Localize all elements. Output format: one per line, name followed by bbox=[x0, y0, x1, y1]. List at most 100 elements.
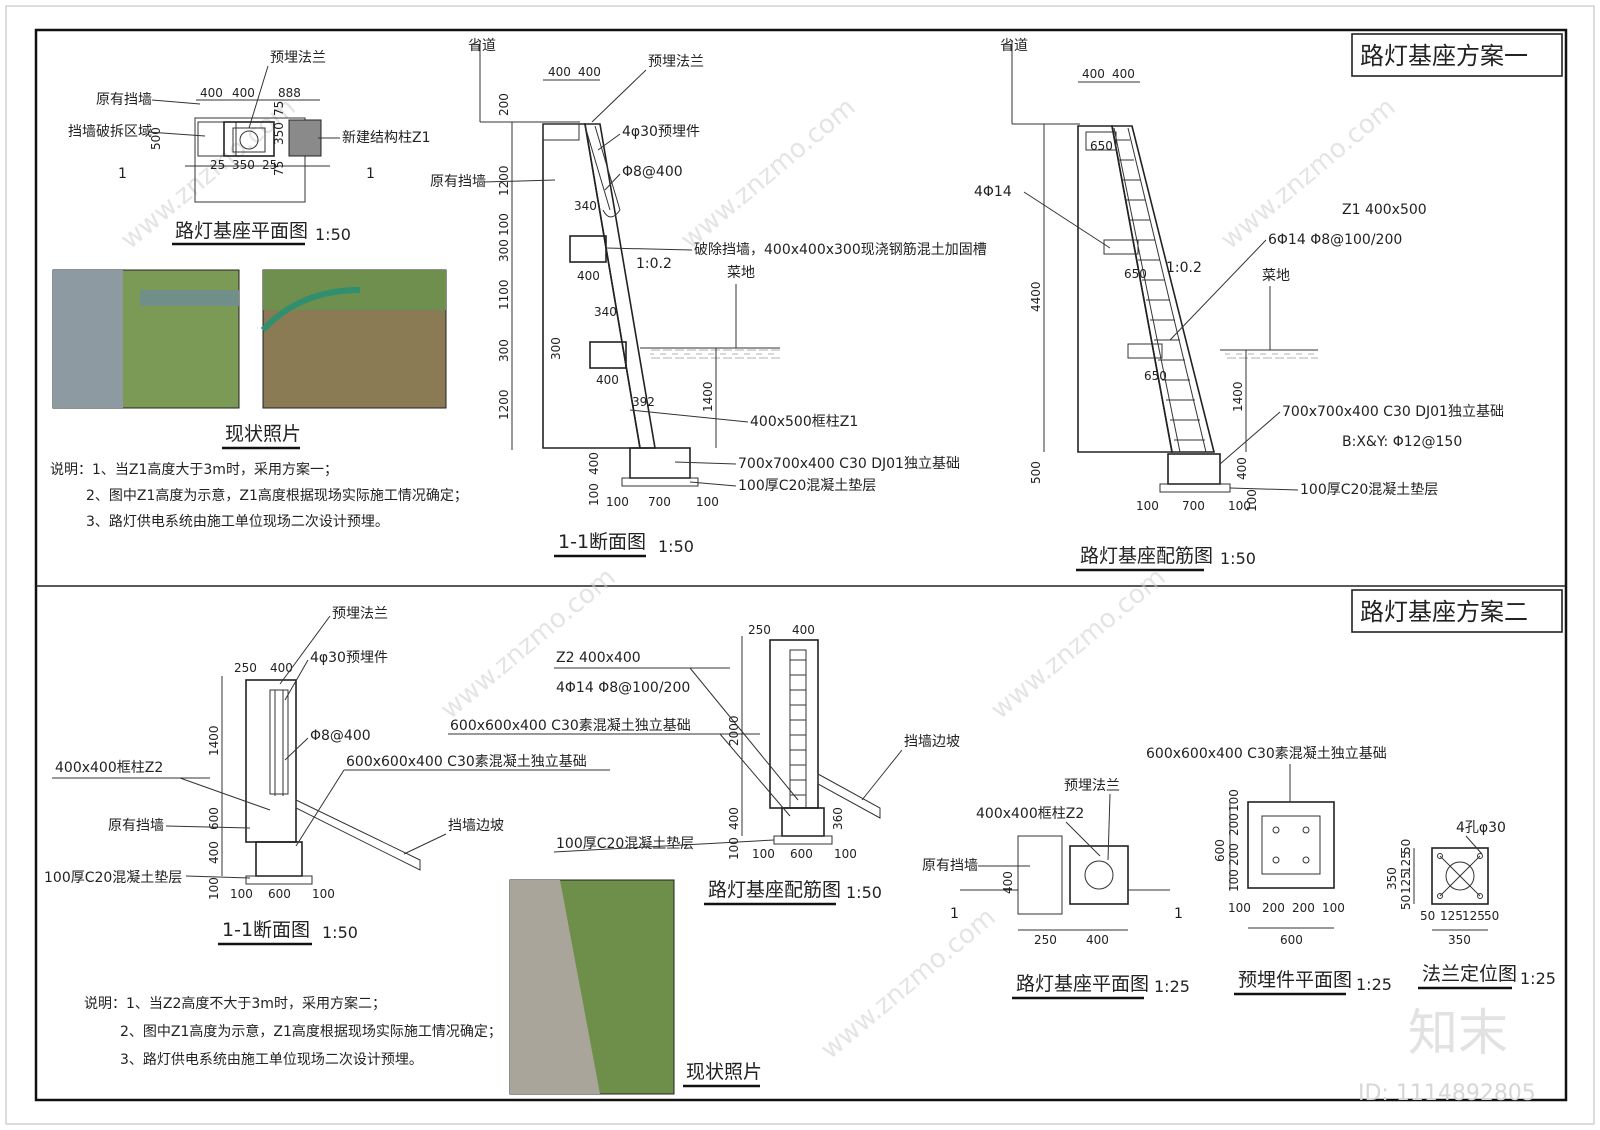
scheme2-section-title: 1-1断面图 bbox=[222, 919, 310, 941]
dim: 400 bbox=[232, 86, 255, 100]
dim: 125 bbox=[1399, 871, 1413, 894]
scheme2-rebar-title: 路灯基座配筋图 bbox=[708, 879, 841, 901]
dim: 100 bbox=[207, 877, 221, 900]
dim: 400 bbox=[1235, 457, 1249, 480]
dim: 350 bbox=[1448, 933, 1471, 947]
label-demolish: 挡墙破拆区域 bbox=[68, 124, 152, 140]
dim: 400 bbox=[1112, 67, 1135, 81]
label-road: 省道 bbox=[468, 38, 496, 54]
dim: 4400 bbox=[1029, 281, 1043, 312]
dim: 100 bbox=[1136, 499, 1159, 513]
embed-plan-view: 600x600x400 C30素混凝土独立基础 100 200 200 100 … bbox=[1146, 745, 1392, 996]
dim: 400 bbox=[1001, 871, 1015, 894]
dim: 100 bbox=[1228, 499, 1251, 513]
label-existing-wall: 原有挡墙 bbox=[430, 174, 486, 190]
dim: 100 bbox=[587, 483, 601, 506]
scheme1-rebar-title: 路灯基座配筋图 bbox=[1080, 545, 1213, 567]
cut-mark-right: 1 bbox=[366, 166, 375, 182]
brand-logo: 知末 bbox=[1408, 1004, 1508, 1062]
dim: 400 bbox=[792, 623, 815, 637]
label-existing-wall: 原有挡墙 bbox=[108, 818, 164, 834]
label-footing: 700x700x400 C30 DJ01独立基础 bbox=[1282, 403, 1504, 420]
note-line: 2、图中Z1高度为示意，Z1高度根据现场实际施工情况确定； bbox=[120, 1023, 502, 1040]
dim: 125 bbox=[1440, 909, 1463, 923]
dim: 300 bbox=[497, 339, 511, 362]
scheme1-plan-title: 路灯基座平面图 bbox=[175, 220, 308, 242]
dim: 100 bbox=[727, 837, 741, 860]
dim: 360 bbox=[831, 807, 845, 830]
scheme2-plan-title: 路灯基座平面图 bbox=[1016, 973, 1149, 995]
dim: 400 bbox=[1082, 67, 1105, 81]
label-flange: 预埋法兰 bbox=[648, 54, 704, 70]
asset-id: ID: 1114892805 bbox=[1358, 1081, 1536, 1106]
dim: 100 bbox=[312, 887, 335, 901]
watermark-text: www.znzmo.com bbox=[675, 92, 861, 255]
dim: 400 bbox=[548, 65, 571, 79]
note-line: 3、路灯供电系统由施工单位现场二次设计预埋。 bbox=[120, 1052, 423, 1068]
label-new-column: 新建结构柱Z1 bbox=[342, 130, 431, 146]
label-column: 400x500框柱Z1 bbox=[750, 414, 858, 430]
dim: 75 bbox=[272, 101, 286, 116]
label-column-rebar: 4Φ14 Φ8@100/200 bbox=[556, 680, 690, 696]
flange-plan-view: 4孔φ30 50 125 125 50 350 50 125 125 50 35… bbox=[1385, 820, 1556, 990]
label-cushion: 100厚C20混凝土垫层 bbox=[556, 836, 694, 852]
dim: 100 bbox=[834, 847, 857, 861]
label-holes: 4孔φ30 bbox=[1456, 820, 1506, 836]
dim: 75 bbox=[272, 161, 286, 176]
dim: 700 bbox=[1182, 499, 1205, 513]
dim: 250 bbox=[234, 661, 257, 675]
label-footing: 700x700x400 C30 DJ01独立基础 bbox=[738, 455, 960, 472]
scheme1-photo-caption: 现状照片 bbox=[225, 423, 301, 445]
scheme1-section-view: 省道 200 1200 100 300 1100 300 1200 400 10… bbox=[430, 38, 987, 558]
dim: 100 bbox=[1227, 869, 1241, 892]
scheme2-rebar-scale: 1:50 bbox=[846, 883, 882, 902]
label-flange: 预埋法兰 bbox=[332, 606, 388, 622]
dim: 50 bbox=[1399, 839, 1413, 854]
label-column: Z1 400x500 bbox=[1342, 202, 1427, 218]
watermark-text: www.znzmo.com bbox=[1215, 92, 1401, 255]
dim: 200 bbox=[497, 93, 511, 116]
scheme1-plan-view: 400 400 888 500 350 75 75 25 350 25 原有挡墙… bbox=[68, 50, 431, 246]
dim: 700 bbox=[648, 495, 671, 509]
label-rebar: Φ8@400 bbox=[310, 728, 371, 744]
scheme1-title: 路灯基座方案一 bbox=[1360, 42, 1528, 70]
scheme1-plan-scale: 1:50 bbox=[315, 225, 351, 244]
label-rebar: Φ8@400 bbox=[622, 164, 683, 180]
dim: 350 bbox=[1385, 867, 1399, 890]
label-embed: 4φ30预埋件 bbox=[622, 124, 700, 140]
dim: 340 bbox=[574, 199, 597, 213]
dim: 200 bbox=[1227, 813, 1241, 836]
dim: 100 bbox=[1228, 901, 1251, 915]
dim: 400 bbox=[200, 86, 223, 100]
dim: 1100 bbox=[497, 279, 511, 310]
note-line: 2、图中Z1高度为示意，Z1高度根据现场实际施工情况确定； bbox=[86, 487, 468, 504]
scheme2-plan-view: 1 1 400 250 400 预埋法兰 400x400框柱Z2 原有挡墙 路灯… bbox=[922, 778, 1190, 1000]
dim: 600 bbox=[207, 807, 221, 830]
dim: 100 bbox=[1227, 789, 1241, 812]
embed-plan-title: 预埋件平面图 bbox=[1238, 969, 1352, 991]
dim: 888 bbox=[278, 86, 301, 100]
dim: 650 bbox=[1124, 267, 1147, 281]
note-line: 说明：1、当Z2高度不大于3m时，采用方案二； bbox=[84, 995, 386, 1012]
flange-plan-scale: 1:25 bbox=[1520, 969, 1556, 988]
dim: 400 bbox=[727, 807, 741, 830]
dim: 100 bbox=[497, 213, 511, 236]
dim: 100 bbox=[752, 847, 775, 861]
label-slope: 1:0.2 bbox=[1166, 260, 1202, 276]
label-groove: 破除挡墙，400x400x300现浇钢筋混土加固槽 bbox=[694, 241, 987, 258]
scheme2-rebar-view: 250 400 2000 400 360 100 100 600 100 Z2 … bbox=[448, 623, 960, 906]
label-footing: 600x600x400 C30素混凝土独立基础 bbox=[346, 753, 587, 770]
dim: 600 bbox=[1213, 839, 1227, 862]
dim: 250 bbox=[1034, 933, 1057, 947]
scheme2-notes: 说明：1、当Z2高度不大于3m时，采用方案二； 2、图中Z1高度为示意，Z1高度… bbox=[84, 995, 502, 1068]
cut-mark-left: 1 bbox=[118, 166, 127, 182]
dim: 400 bbox=[207, 841, 221, 864]
label-road: 省道 bbox=[1000, 38, 1028, 54]
label-existing-wall: 原有挡墙 bbox=[922, 858, 978, 874]
note-line: 3、路灯供电系统由施工单位现场二次设计预埋。 bbox=[86, 514, 389, 530]
label-column: Z2 400x400 bbox=[556, 650, 641, 666]
dim: 1400 bbox=[701, 381, 715, 412]
embed-plan-scale: 1:25 bbox=[1356, 975, 1392, 994]
dim: 1400 bbox=[1231, 381, 1245, 412]
scheme1-section-title: 1-1断面图 bbox=[558, 531, 646, 553]
